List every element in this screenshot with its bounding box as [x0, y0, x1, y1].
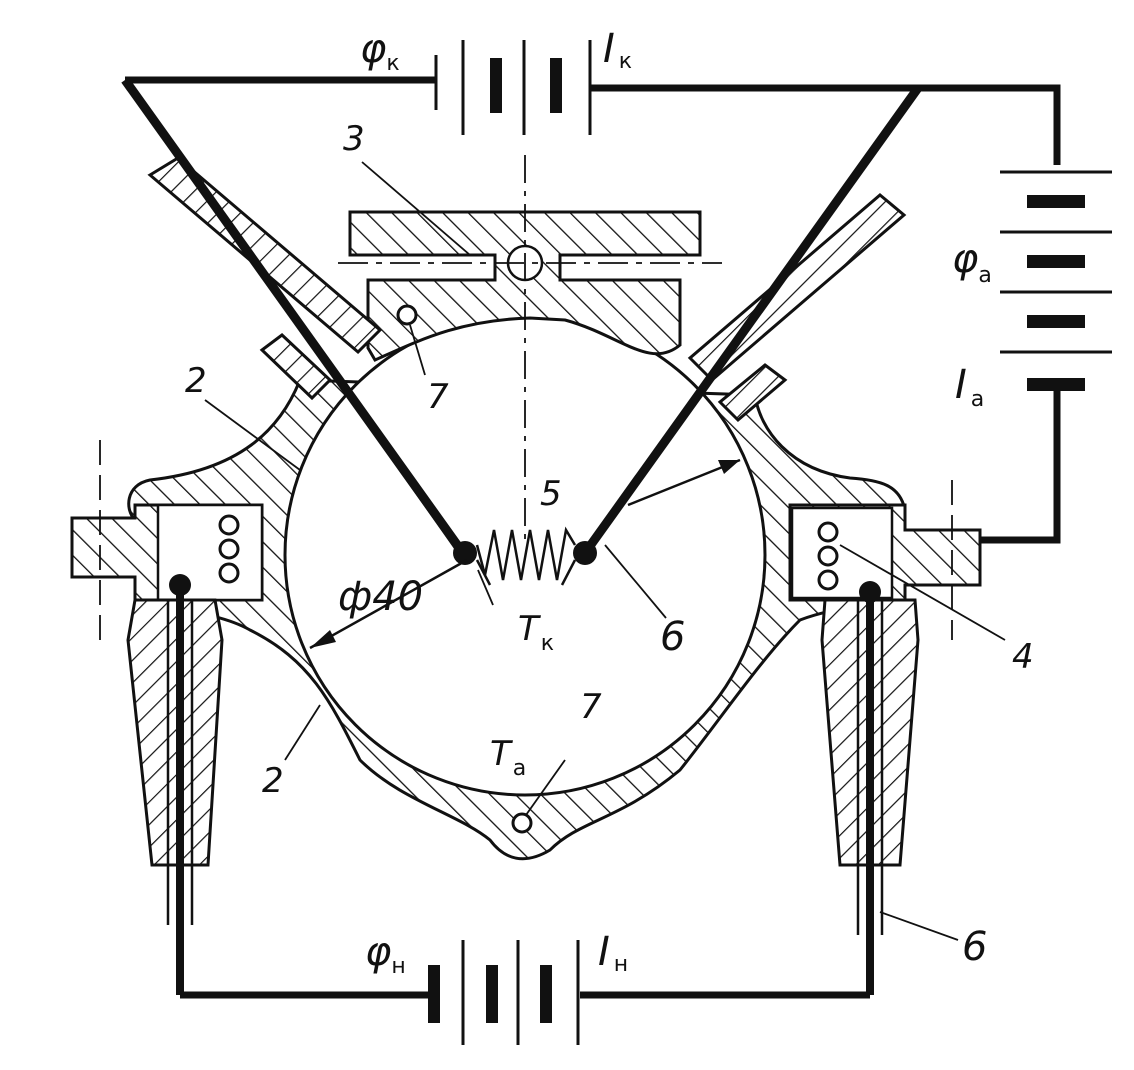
right-electrode-flange: [717, 363, 788, 423]
left-lower-tube: [126, 598, 224, 867]
sample-lead-right: [560, 559, 577, 586]
wall-arrowhead: [718, 460, 740, 474]
leader-6-bottom: [879, 911, 959, 941]
right-battery: [1000, 170, 1112, 391]
right-spring-coils: [817, 521, 839, 591]
right-contact-dot: [573, 541, 597, 565]
right-circuit-wire: [980, 385, 1061, 544]
label-phi-k: φк: [360, 26, 400, 76]
label-part-2-top: 2: [185, 361, 207, 401]
thermocouple-hole-bottom: [511, 812, 533, 834]
top-holder-block: [348, 210, 702, 362]
sample-filament: [475, 526, 577, 581]
label-phi-a: φа: [952, 236, 992, 288]
left-electrode-sleeve: [147, 156, 383, 355]
left-spring-coils: [218, 514, 240, 584]
leader-4: [839, 544, 1006, 641]
leader-6-mid: [604, 544, 667, 619]
left-electrode-flange: [259, 333, 333, 401]
label-part-6-mid: 6: [660, 614, 685, 660]
label-t-k: Tк: [518, 609, 554, 656]
leader-7-bottom: [525, 759, 566, 816]
leader-3: [361, 161, 471, 256]
top-circuit-wire-right: [590, 84, 1061, 165]
label-diameter: ф40: [338, 574, 423, 620]
label-part-4: 4: [1012, 637, 1034, 677]
leader-tk: [477, 569, 494, 606]
label-part-6-bottom: 6: [962, 924, 987, 970]
diameter-arrow: [309, 558, 468, 650]
leader-7-top: [409, 324, 426, 376]
label-part-2-bottom: 2: [262, 761, 284, 801]
diameter-arrowhead: [310, 630, 336, 648]
bottom-battery: [428, 940, 580, 1045]
label-part-7-bottom: 7: [580, 687, 602, 727]
thermocouple-hole-top: [396, 304, 418, 326]
right-electrode-guide: [588, 119, 895, 549]
label-t-a: Tа: [490, 734, 526, 781]
leader-2-bottom: [284, 704, 321, 761]
top-battery: [434, 40, 592, 135]
right-electrode-sleeve: [687, 193, 907, 383]
leader-2-top: [204, 399, 301, 471]
label-part-3: 3: [343, 119, 365, 159]
label-phi-n: φн: [365, 929, 406, 979]
left-contact-dot: [453, 541, 477, 565]
label-part-7-top: 7: [427, 377, 449, 417]
sample-lead-left: [475, 559, 492, 586]
label-part-5: 5: [540, 474, 562, 514]
left-electrode-guide: [148, 114, 457, 549]
